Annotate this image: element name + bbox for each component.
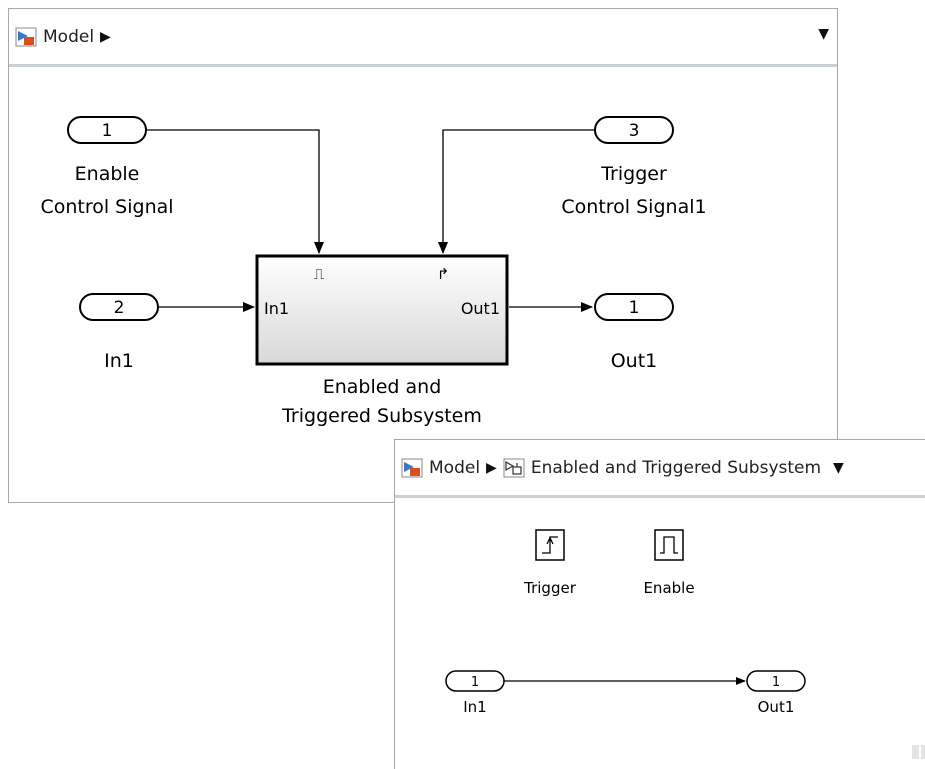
inport-label: In1 [463,698,486,716]
inport-label: In1 [104,350,134,372]
inport-in1[interactable]: 1 [445,670,505,692]
subsystem-window: Model ▶ Enabled and Triggered Subsystem … [394,439,925,769]
signal-line-enable[interactable] [146,129,324,254]
inport-enable-control-signal[interactable]: 1 [67,116,147,144]
outport-out1[interactable]: 1 [746,670,806,692]
subsystem-out-port-label: Out1 [461,299,500,318]
subsystem-icon[interactable] [503,458,525,478]
inport-label-line2: Control Signal1 [561,196,706,218]
model-icon[interactable] [15,27,37,47]
subsystem-in-port-label: In1 [264,299,289,318]
enable-block[interactable] [654,529,684,561]
breadcrumb: Model ▶ Enabled and Triggered Subsystem … [401,458,844,478]
breadcrumb-bar: Model ▶ Enabled and Triggered Subsystem … [395,440,925,498]
outport-number: 1 [629,298,640,318]
resize-grip-icon[interactable] [912,745,925,759]
signal-line-trigger[interactable] [438,129,595,254]
enabled-triggered-subsystem-block[interactable]: In1 Out1 ⎍ ↱ [255,254,509,366]
inport-label-line2: Control Signal [40,196,173,218]
breadcrumb-model-link[interactable]: Model [43,27,95,47]
model-icon[interactable] [401,458,423,478]
outport-label: Out1 [611,350,658,372]
inport-number: 2 [114,298,125,318]
inport-number: 1 [471,675,479,690]
trigger-port-icon: ↱ [437,265,450,283]
breadcrumb-subsystem-link[interactable]: Enabled and Triggered Subsystem [530,458,822,478]
chevron-right-icon[interactable]: ▶ [100,29,111,45]
model-window: Model ▶ ▼ 1 Enable Control Signal 3 Trig… [8,8,838,503]
outport-number: 1 [772,675,780,690]
inport-trigger-control-signal[interactable]: 3 [594,116,674,144]
dropdown-arrow-icon[interactable]: ▼ [833,460,844,476]
subsystem-canvas: Trigger Enable 1 In1 1 Out1 [445,529,806,716]
chevron-right-icon[interactable]: ▶ [486,460,497,476]
inport-number: 3 [629,121,640,141]
enable-port-icon: ⎍ [314,265,325,283]
outport-label: Out1 [758,698,795,716]
dropdown-arrow-icon[interactable]: ▼ [818,26,829,42]
breadcrumb: Model ▶ [15,27,111,47]
subsystem-label-line1: Enabled and [323,376,442,398]
inport-in1[interactable]: 2 [79,293,159,321]
trigger-block[interactable] [535,529,565,561]
breadcrumb-model-link[interactable]: Model [429,458,481,478]
enable-label: Enable [643,579,694,597]
breadcrumb-bar: Model ▶ ▼ [9,9,837,67]
trigger-label: Trigger [523,579,577,597]
inport-number: 1 [102,121,113,141]
inport-label-line1: Trigger [600,163,667,185]
subsystem-label-line2: Triggered Subsystem [281,405,482,427]
model-canvas: 1 Enable Control Signal 3 Trigger Contro… [40,116,707,427]
inport-label-line1: Enable [75,163,140,185]
outport-out1[interactable]: 1 [594,293,674,321]
